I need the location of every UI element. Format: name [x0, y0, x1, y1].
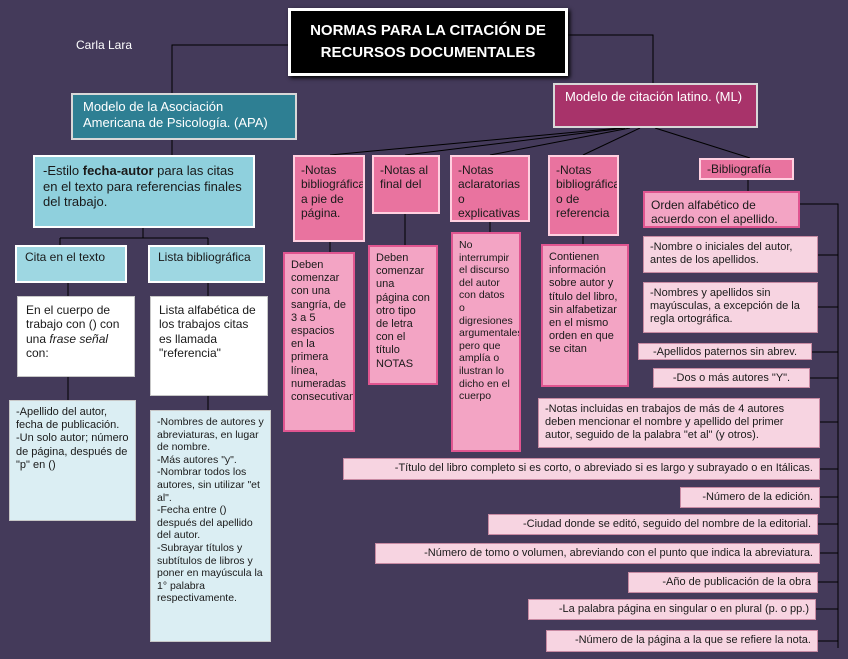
bib-item-6: -Título del libro completo si es corto, … [343, 458, 820, 480]
apa-cita-items: -Apellido del autor, fecha de publicació… [9, 400, 136, 521]
bib-item-7: -Número de la edición. [680, 487, 820, 508]
ml-bibliografia-subhead: Orden alfabético de acuerdo con el apell… [643, 191, 800, 228]
apa-lista-heading: Lista bibliográfica [148, 245, 265, 283]
apa-lista-items: -Nombres de autores y abreviaturas, en l… [150, 410, 271, 642]
ml-detail-2: Deben comenzar una página con otro tipo … [368, 245, 438, 385]
apa-cita-heading: Cita en el texto [15, 245, 127, 283]
apa-lista-desc: Lista alfabética de los trabajos citas e… [150, 296, 268, 396]
ml-detail-4: Contienen información sobre autor y títu… [541, 244, 629, 387]
bib-item-11: -La palabra página en singular o en plur… [528, 599, 816, 620]
bib-item-12: -Número de la página a la que se refiere… [546, 630, 818, 652]
ml-category-3: -Notas aclaratorias o explicativas [450, 155, 530, 222]
ml-category-2: -Notas al final del [372, 155, 440, 214]
bib-item-1: -Nombre o iniciales del autor, antes de … [643, 236, 818, 273]
bib-item-4: -Dos o más autores "Y". [653, 368, 810, 388]
ml-detail-3: No interrumpir el discurso del autor con… [451, 232, 521, 452]
author-name: Carla Lara [76, 38, 133, 52]
bib-item-10: -Año de publicación de la obra [628, 572, 818, 593]
apa-cita-desc: En el cuerpo de trabajo con () con una f… [17, 296, 135, 377]
main-title: NORMAS PARA LA CITACIÓN DE RECURSOS DOCU… [288, 8, 568, 76]
bib-item-5: -Notas incluidas en trabajos de más de 4… [538, 398, 820, 448]
ml-detail-1: Deben comenzar con una sangría, de 3 a 5… [283, 252, 355, 432]
apa-heading: Modelo de la Asociación Americana de Psi… [71, 93, 297, 140]
bib-item-2: -Nombres y apellidos sin mayúsculas, a e… [643, 282, 818, 333]
bib-item-8: -Ciudad donde se editó, seguido del nomb… [488, 514, 818, 535]
ml-heading: Modelo de citación latino. (ML) [553, 83, 758, 128]
ml-bibliografia-heading: -Bibliografía [699, 158, 794, 180]
apa-description: -Estilo fecha-autor para las citas en el… [33, 155, 255, 228]
bib-item-9: -Número de tomo o volumen, abreviando co… [375, 543, 820, 564]
ml-category-4: -Notas bibliográficas o de referencia [548, 155, 619, 236]
ml-category-1: -Notas bibliográficas a pie de página. [293, 155, 365, 242]
bib-item-3: -Apellidos paternos sin abrev. [638, 343, 812, 360]
